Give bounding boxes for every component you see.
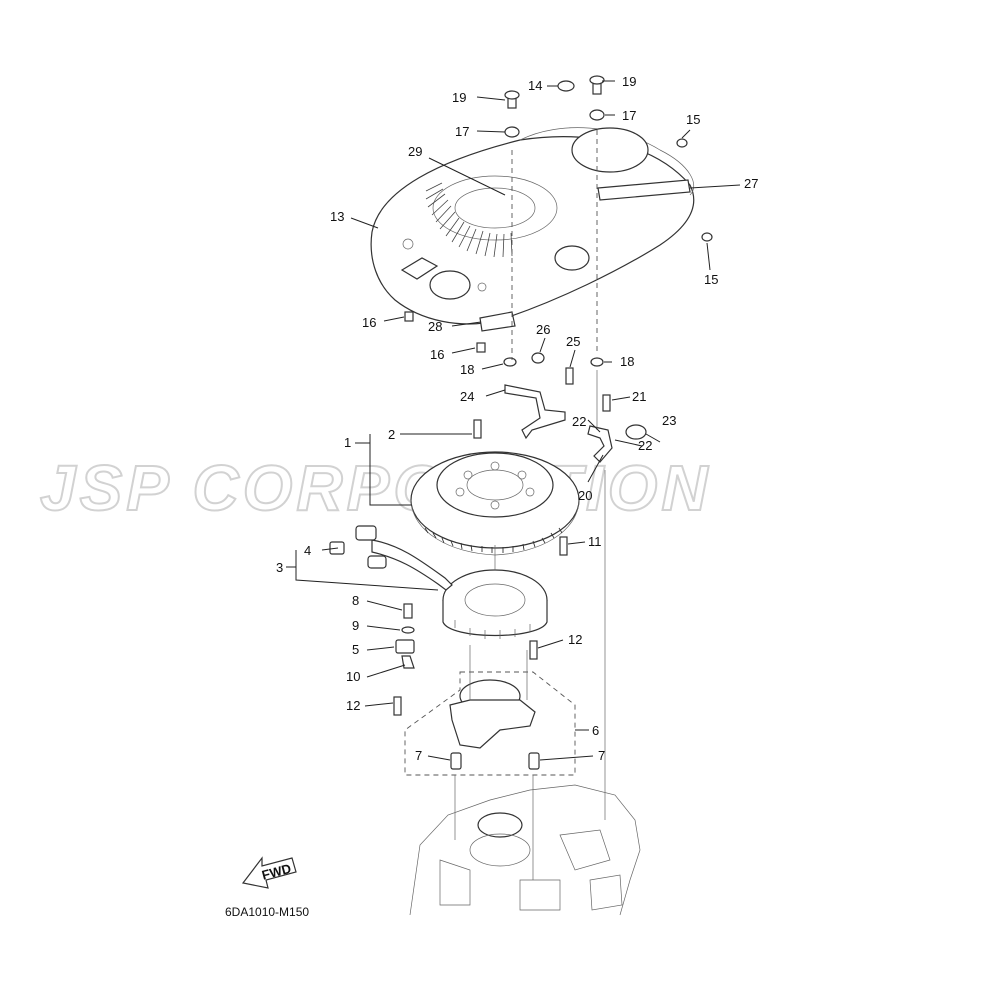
callout-23: 23 — [662, 413, 676, 428]
flywheel-cover — [370, 127, 695, 332]
pulser-coil — [395, 603, 415, 669]
callout-18-left: 18 — [460, 362, 474, 377]
callout-5: 5 — [352, 642, 359, 657]
callout-21: 21 — [632, 389, 646, 404]
callout-2: 2 — [388, 427, 395, 442]
flywheel-magneto — [410, 451, 580, 556]
callout-7-left: 7 — [415, 748, 422, 763]
leader-lines — [286, 80, 741, 761]
watermark-text: JSP CORPORATION — [40, 452, 712, 524]
callout-17-left: 17 — [455, 124, 469, 139]
callout-29: 29 — [408, 144, 422, 159]
drawing-code: 6DA1010-M150 — [225, 905, 309, 919]
callout-12-left: 12 — [346, 698, 360, 713]
callout-24: 24 — [460, 389, 474, 404]
callout-11: 11 — [588, 534, 602, 549]
callout-22-left: 22 — [572, 414, 586, 429]
callout-16-upper: 16 — [362, 315, 376, 330]
callout-26: 26 — [536, 322, 550, 337]
callout-13: 13 — [330, 209, 344, 224]
callout-27: 27 — [744, 176, 758, 191]
callout-8: 8 — [352, 593, 359, 608]
fwd-label: FWD — [260, 861, 292, 883]
callout-6: 6 — [592, 723, 599, 738]
callout-18-right: 18 — [620, 354, 634, 369]
callout-4: 4 — [304, 543, 311, 558]
callout-19-right: 19 — [622, 74, 636, 89]
callout-7-right: 7 — [598, 748, 605, 763]
callout-19-left: 19 — [452, 90, 466, 105]
callout-1: 1 — [344, 435, 351, 450]
engine-block-outline — [409, 784, 641, 916]
callout-9: 9 — [352, 618, 359, 633]
callout-3: 3 — [276, 560, 283, 575]
callout-25: 25 — [566, 334, 580, 349]
stator-base-plate — [404, 671, 576, 776]
brackets — [504, 352, 647, 463]
callout-16-lower: 16 — [430, 347, 444, 362]
callout-10: 10 — [346, 669, 360, 684]
callout-22-right: 22 — [638, 438, 652, 453]
cover-vent-fins — [425, 182, 513, 258]
wire-harness — [329, 525, 453, 591]
callout-15-top: 15 — [686, 112, 700, 127]
fasteners — [393, 75, 713, 716]
callout-14: 14 — [528, 78, 542, 93]
callout-17-right: 17 — [622, 108, 636, 123]
callout-28: 28 — [428, 319, 442, 334]
stator-coil — [442, 569, 548, 639]
flywheel-teeth — [424, 527, 563, 553]
callout-labels: 1 2 3 4 5 6 7 7 8 9 10 11 12 12 13 14 15… — [276, 74, 758, 763]
alignment-lines — [454, 130, 606, 880]
callout-12-right: 12 — [568, 632, 582, 647]
fwd-arrow-icon: FWD — [241, 856, 297, 889]
callout-20: 20 — [578, 488, 592, 503]
callout-15-bottom: 15 — [704, 272, 718, 287]
